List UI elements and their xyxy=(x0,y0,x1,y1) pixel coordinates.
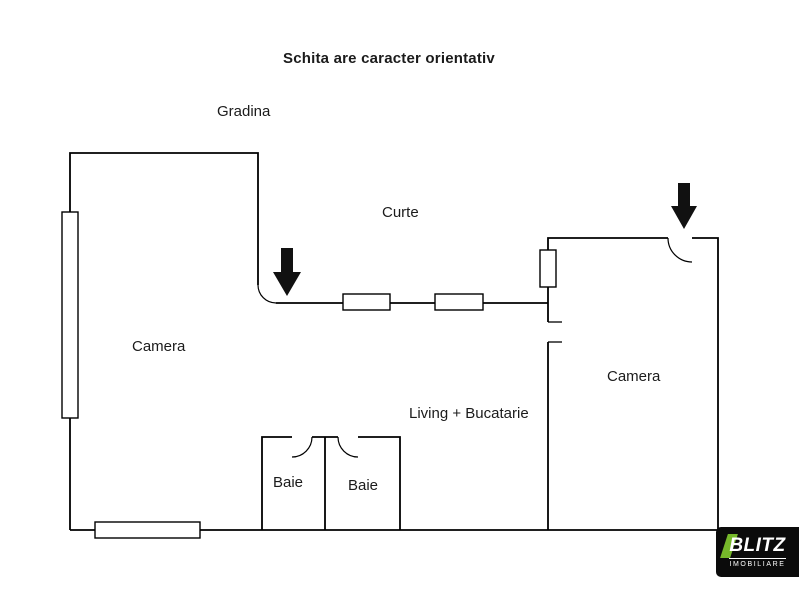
window-mid-wall-2 xyxy=(434,293,484,311)
window-mid-wall-1 xyxy=(342,293,391,311)
room-label-curte: Curte xyxy=(382,204,419,221)
door-arc-courtyard xyxy=(257,284,277,304)
room-label-baie-left: Baie xyxy=(273,474,304,491)
door-arc-baie-left xyxy=(291,436,313,458)
window-bottom-wall xyxy=(94,521,201,539)
room-label-camera-right: Camera xyxy=(607,368,661,385)
entrance-arrow-right-icon xyxy=(671,183,697,229)
logo-subtitle-text: IMOBILIARE xyxy=(729,558,786,568)
room-label-baie-right: Baie xyxy=(348,477,379,494)
windows xyxy=(61,211,557,539)
room-label-camera-left: Camera xyxy=(132,338,186,355)
door-arc-entrance-right xyxy=(667,237,693,263)
room-label-gradina: Gradina xyxy=(217,103,271,120)
interior-opening-marks xyxy=(548,321,562,343)
room-label-living: Living + Bucatarie xyxy=(409,405,529,422)
entrance-arrows xyxy=(273,183,697,296)
door-arcs xyxy=(257,237,693,458)
window-left-wall xyxy=(61,211,79,419)
entrance-arrow-left-icon xyxy=(273,248,301,296)
window-right-room xyxy=(539,249,557,288)
plan-title: Schita are caracter orientativ xyxy=(283,50,495,67)
walls xyxy=(69,152,719,531)
logo-brand-text: BLITZ xyxy=(729,535,786,556)
door-arc-baie-right xyxy=(337,436,359,458)
blitz-imobiliare-logo: BLITZ IMOBILIARE xyxy=(716,527,799,577)
